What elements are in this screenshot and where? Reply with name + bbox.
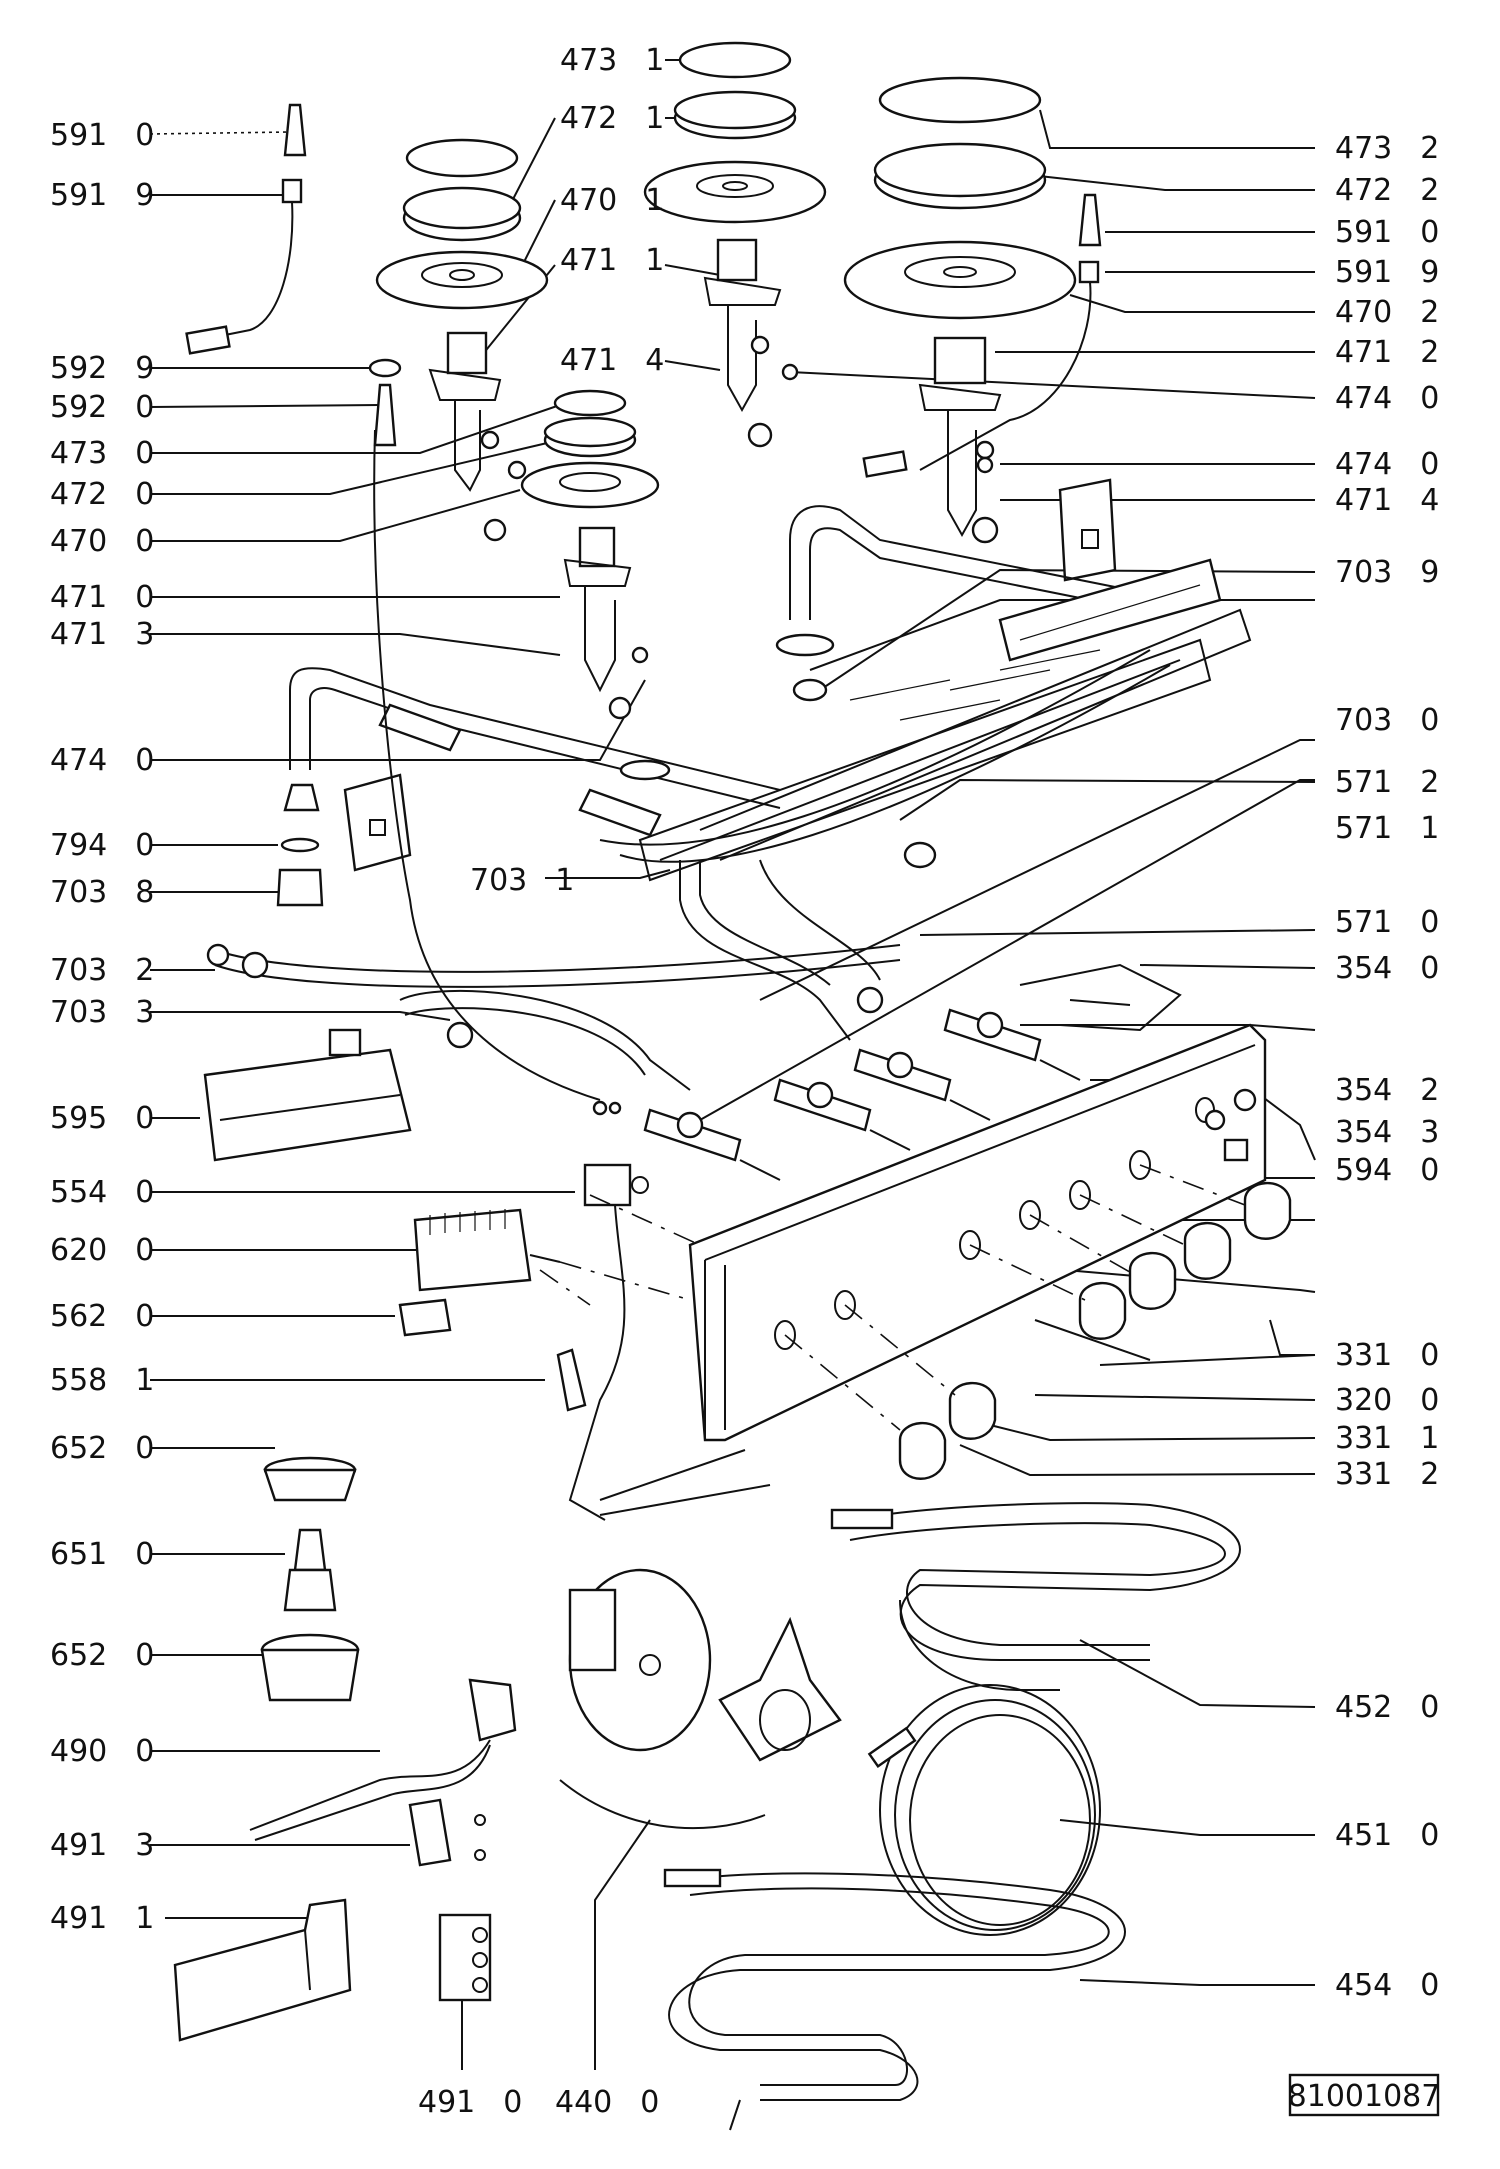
gas-valves — [643, 1008, 1081, 1181]
leader-lines — [149, 59, 1316, 2070]
control-knobs — [898, 1181, 1292, 1480]
part-drawings — [173, 41, 1292, 2131]
drawing-number-box: 81001087 — [1288, 2073, 1441, 2117]
drawing-number: 81001087 — [1288, 2079, 1441, 2114]
